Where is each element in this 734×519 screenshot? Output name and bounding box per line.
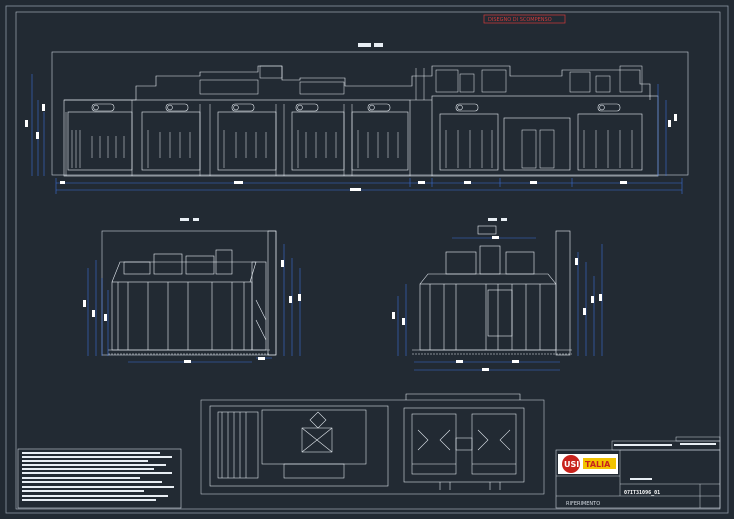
right-view-title-mark <box>488 218 497 221</box>
front-view-frame <box>51 51 689 176</box>
front-dimension-lines <box>31 74 683 194</box>
usitalia-logo-4 <box>295 103 319 112</box>
front-booth-group <box>67 111 643 171</box>
stamp-text: DISEGNO DI SCOMPENSO <box>488 17 552 23</box>
reference-label: RIFERIMENTO <box>566 501 600 507</box>
logo-brand-text: USI <box>564 460 579 469</box>
left-view-dimension-labels <box>83 260 301 363</box>
usitalia-logo-1 <box>91 103 115 112</box>
usitalia-logo-6 <box>455 103 479 112</box>
left-view-title-mark <box>180 218 189 221</box>
sheet-inner-border <box>15 11 721 510</box>
front-dimension-labels <box>25 104 677 191</box>
company-logo: USI TALIA <box>558 454 618 474</box>
notes-block <box>17 448 182 509</box>
drawing-code: 07IT31096_01 <box>624 490 660 496</box>
logo-suffix-text: TALIA <box>585 460 611 469</box>
usitalia-logo-2 <box>165 103 189 112</box>
plan-view <box>200 393 545 495</box>
usitalia-logo-7 <box>597 103 621 112</box>
left-side-elevation-view <box>101 218 277 356</box>
notes-text-lines <box>22 452 174 501</box>
front-logo-group <box>91 103 621 112</box>
sheet-outer-border <box>5 5 729 514</box>
front-view-title-mark <box>358 43 371 47</box>
right-view-dimension-labels <box>392 236 602 371</box>
front-elevation-view <box>51 43 689 177</box>
title-block: USI TALIA 07IT31096_01 RIFERIMENTO <box>555 436 721 509</box>
right-side-elevation-view <box>412 218 572 356</box>
usitalia-logo-5 <box>367 103 391 112</box>
drawing-stamp: DISEGNO DI SCOMPENSO <box>483 14 566 24</box>
usitalia-logo-3 <box>231 103 255 112</box>
